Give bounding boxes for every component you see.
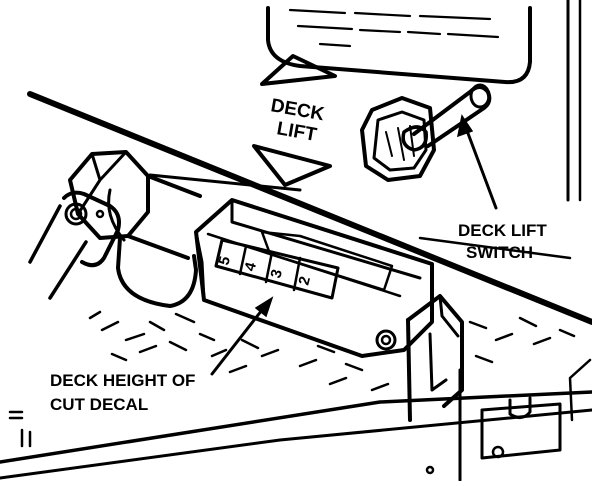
up-arrow-icon	[260, 54, 337, 86]
decal-label: DECK HEIGHT OF	[50, 371, 195, 390]
left-pivot-bracket	[28, 190, 121, 300]
deck-lift-switch-label: DECK LIFT	[458, 221, 547, 240]
deck-lift-switch[interactable]	[360, 83, 492, 182]
decal-number-4: 4	[241, 260, 260, 273]
decal-leader-arrow	[210, 296, 274, 376]
decal-number-3: 3	[267, 268, 286, 280]
down-arrow-icon	[252, 144, 332, 187]
height-of-cut-decal: 5 4 3 2	[214, 238, 340, 300]
instruction-placard	[266, 6, 532, 85]
grass-texture	[88, 310, 576, 392]
dash-frame-right	[566, 0, 582, 202]
lift-cylinder	[68, 150, 202, 308]
dash-edge-lines	[27, 91, 592, 325]
switch-leader-arrow	[457, 114, 498, 210]
decal-label-2: CUT DECAL	[50, 395, 148, 414]
placard-illegible-text	[288, 8, 500, 48]
decal-number-2: 2	[295, 275, 314, 287]
deck-lift-switch-label-2: SWITCH	[466, 243, 533, 262]
deck-lift-indicator: DECK LIFT	[252, 54, 337, 187]
height-of-cut-housing	[194, 198, 434, 358]
right-bracket	[406, 294, 464, 422]
deck-floor-lines	[0, 358, 592, 482]
housing-bolt	[375, 329, 397, 351]
